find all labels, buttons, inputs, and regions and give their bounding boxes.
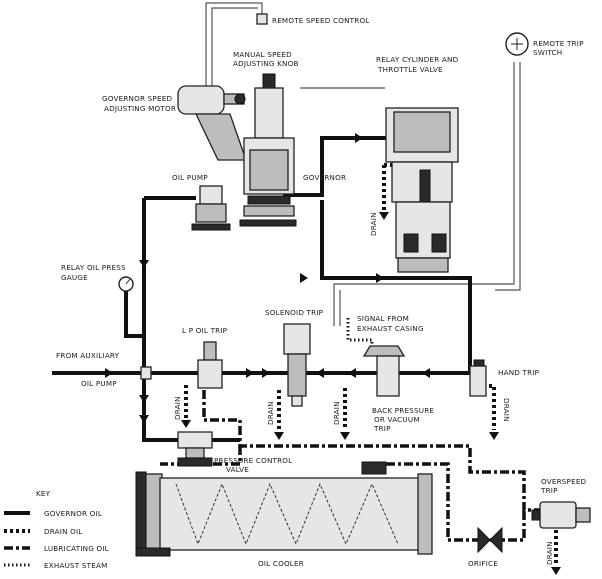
label-gov-motor-2: ADJUSTING MOTOR: [104, 104, 176, 113]
oil-cooler: [135, 461, 433, 557]
signal-lines: [205, 2, 521, 326]
pressure-control-valve: [177, 431, 213, 467]
legend-title: KEY: [36, 489, 51, 498]
label-from-aux-1: FROM AUXILIARY: [56, 351, 120, 360]
label-back-pressure-1: BACK PRESSURE: [372, 406, 434, 415]
label-remote-trip-2: SWITCH: [533, 48, 562, 57]
label-back-pressure-2: OR VACUUM: [374, 415, 420, 424]
remote-speed-control-box: [256, 13, 268, 25]
label-hand-trip: HAND TRIP: [498, 368, 540, 377]
lp-oil-trip: [197, 341, 223, 389]
remote-trip-switch: [505, 32, 529, 56]
label-drain-backpressure: DRAIN: [332, 401, 341, 425]
label-overspeed-1: OVERSPEED: [541, 477, 587, 486]
label-lp-oil-trip: L P OIL TRIP: [182, 326, 228, 335]
legend: KEY GOVERNOR OIL DRAIN OIL LUBRICATING O…: [4, 489, 109, 570]
label-drain-handtrip: DRAIN: [502, 398, 511, 422]
overspeed-trip: [531, 501, 591, 529]
flow-arrows: [105, 133, 561, 575]
label-governor: GOVERNOR: [303, 173, 346, 182]
label-manual-speed-1: MANUAL SPEED: [233, 50, 292, 59]
label-oil-cooler: OIL COOLER: [258, 559, 304, 568]
label-drain-lp: DRAIN: [173, 396, 182, 420]
legend-drain-oil: DRAIN OIL: [44, 527, 83, 536]
label-pcv-2: VALVE: [226, 465, 249, 474]
label-solenoid-trip: SOLENOID TRIP: [265, 308, 324, 317]
label-from-aux-2: OIL PUMP: [81, 379, 117, 388]
legend-exhaust-steam: EXHAUST STEAM: [44, 561, 108, 570]
back-pressure-vacuum-trip: [362, 345, 406, 397]
label-relay-cylinder-1: RELAY CYLINDER AND: [376, 55, 459, 64]
drain-oil-lines: [184, 163, 558, 565]
component-labels: REMOTE SPEED CONTROL MANUAL SPEED ADJUST…: [56, 16, 587, 568]
lubricating-oil-lines: [160, 390, 540, 542]
label-manual-speed-2: ADJUSTING KNOB: [233, 59, 299, 68]
hand-trip: [469, 359, 487, 397]
legend-lubricating-oil: LUBRICATING OIL: [44, 544, 109, 553]
label-overspeed-2: TRIP: [540, 486, 558, 495]
oil-pump: [191, 185, 231, 231]
label-relay-cylinder-2: THROTTLE VALVE: [377, 65, 443, 74]
label-relay-press-1: RELAY OIL PRESS: [61, 263, 126, 272]
header-junction: [140, 366, 152, 380]
label-drain-solenoid: DRAIN: [266, 401, 275, 425]
governor-speed-adjusting-motor: [177, 85, 247, 161]
label-oil-pump: OIL PUMP: [172, 173, 208, 182]
label-drain-overspeed: DRAIN: [545, 541, 554, 565]
label-orifice: ORIFICE: [468, 559, 498, 568]
label-remote-trip-1: REMOTE TRIP: [533, 39, 584, 48]
label-pcv-1: PRESSURE CONTROL: [214, 456, 292, 465]
label-signal-1: SIGNAL FROM: [357, 314, 409, 323]
label-signal-2: EXHAUST CASING: [357, 324, 424, 333]
orifice: [477, 526, 503, 554]
solenoid-trip: [283, 323, 311, 407]
legend-governor-oil: GOVERNOR OIL: [44, 509, 102, 518]
exhaust-steam-line: [346, 318, 374, 345]
label-gov-motor-1: GOVERNOR SPEED: [102, 94, 172, 103]
label-relay-press-2: GAUGE: [61, 273, 88, 282]
label-drain-relay: DRAIN: [369, 212, 378, 236]
label-back-pressure-3: TRIP: [373, 424, 391, 433]
label-remote-speed-control: REMOTE SPEED CONTROL: [272, 16, 370, 25]
governor-oil-lines: [52, 136, 472, 442]
relay-cylinder-throttle-valve: [385, 107, 459, 273]
relay-oil-pressure-gauge: [118, 276, 134, 292]
governor: [239, 73, 297, 227]
